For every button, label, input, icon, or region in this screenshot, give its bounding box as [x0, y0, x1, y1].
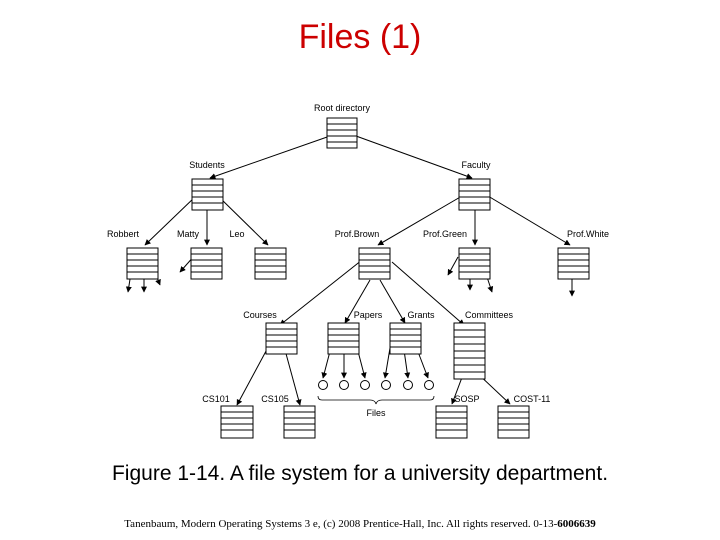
copyright-footer: Tanenbaum, Modern Operating Systems 3 e,… [0, 518, 720, 530]
slide-title: Files (1) [298, 18, 422, 56]
edge-profbrown-papers [344, 279, 371, 324]
label-cs105: CS105 [261, 394, 289, 404]
label-profbrown: Prof.Brown [335, 229, 380, 239]
file-node [381, 380, 391, 390]
label-faculty: Faculty [461, 160, 491, 170]
leo-directory-box [254, 247, 287, 280]
label-leo: Leo [229, 229, 244, 239]
label-sosp: SOSP [454, 394, 479, 404]
label-cs101: CS101 [202, 394, 230, 404]
label-robbert: Robbert [107, 229, 140, 239]
edge-students-robbert [144, 195, 197, 246]
file-node [339, 380, 349, 390]
edge-root-students [209, 135, 331, 180]
file-node [360, 380, 370, 390]
edge-faculty-profwhite [487, 195, 571, 246]
profbrown-directory-box [358, 247, 391, 280]
faculty-directory-box [458, 178, 491, 211]
label-courses: Courses [243, 310, 277, 320]
file-node [403, 380, 413, 390]
profwhite-directory-box [557, 247, 590, 280]
footer-isbn-number: 6006639 [557, 518, 596, 530]
figure-caption: Figure 1-14. A file system for a univers… [111, 462, 609, 485]
label-grants: Grants [407, 310, 435, 320]
robbert-directory-box [126, 247, 159, 280]
label-students: Students [189, 160, 225, 170]
footer-text: Tanenbaum, Modern Operating Systems 3 e,… [124, 518, 558, 530]
label-papers: Papers [354, 310, 383, 320]
label-cost11: COST-11 [514, 394, 551, 404]
edge-root-faculty [355, 135, 473, 179]
cs105-directory-box [283, 405, 316, 439]
label-files: Files [366, 408, 386, 418]
committees-directory-box [453, 322, 486, 380]
label-matty: Matty [177, 229, 200, 239]
file-nodes [318, 380, 434, 390]
profgreen-directory-box [458, 247, 491, 280]
label-profgreen: Prof.Green [423, 229, 467, 239]
label-committees: Committees [465, 310, 514, 320]
edge-courses-cs105 [284, 349, 302, 406]
edge-profbrown-courses [279, 259, 363, 326]
root-directory-box [326, 117, 358, 149]
file-node [318, 380, 328, 390]
matty-directory-box [190, 247, 223, 280]
courses-directory-box [265, 322, 298, 355]
file-node [424, 380, 434, 390]
edge-students-leo [217, 195, 269, 246]
edge-faculty-profbrown [377, 195, 463, 246]
grants-directory-box [389, 322, 422, 355]
students-directory-box [191, 178, 224, 211]
edge-profgreen-file-1 [447, 256, 459, 276]
sosp-directory-box [435, 405, 468, 439]
label-profwhite: Prof.White [567, 229, 609, 239]
files-bracket [317, 395, 435, 405]
label-root-directory: Root directory [314, 103, 371, 113]
cs101-directory-box [220, 405, 254, 439]
edge-profbrown-grants [379, 279, 406, 324]
cost11-directory-box [497, 405, 530, 439]
papers-directory-box [327, 322, 360, 355]
edge-profbrown-committees [391, 261, 465, 326]
